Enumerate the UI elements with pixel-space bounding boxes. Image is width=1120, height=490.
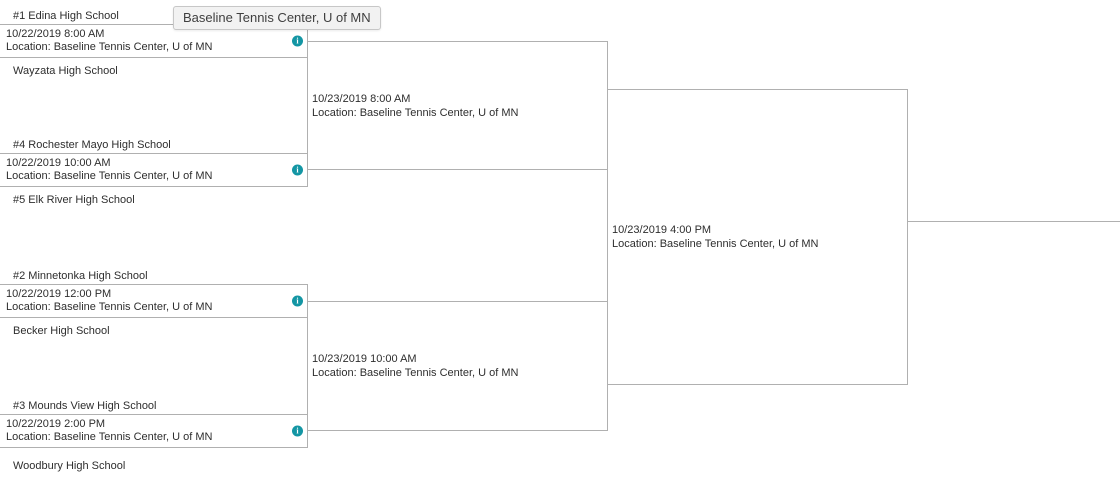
- match-location: Location: Baseline Tennis Center, U of M…: [6, 170, 213, 182]
- info-icon[interactable]: i: [292, 295, 303, 307]
- match-location: Location: Baseline Tennis Center, U of M…: [6, 41, 213, 53]
- final-match-box[interactable]: 10/23/2019 4:00 PM Location: Baseline Te…: [607, 89, 908, 385]
- team-name-becker: Becker High School: [13, 325, 110, 337]
- team-name-mounds-view: #3 Mounds View High School: [13, 400, 157, 412]
- info-icon[interactable]: i: [292, 425, 303, 437]
- round1-match-4-details-box[interactable]: 10/22/2019 2:00 PM Location: Baseline Te…: [0, 414, 308, 448]
- match-datetime: 10/22/2019 8:00 AM: [6, 27, 105, 40]
- round2-match-2-box[interactable]: 10/23/2019 10:00 AM Location: Baseline T…: [307, 301, 608, 431]
- team-name-minnetonka: #2 Minnetonka High School: [13, 270, 148, 282]
- team-name-woodbury: Woodbury High School: [13, 460, 126, 472]
- match-datetime: 10/23/2019 4:00 PM: [612, 224, 712, 236]
- team-name-rochester-mayo: #4 Rochester Mayo High School: [13, 139, 171, 151]
- match-location: Location: Baseline Tennis Center, U of M…: [612, 238, 819, 250]
- round1-match-3-details-box[interactable]: 10/22/2019 12:00 PM Location: Baseline T…: [0, 284, 308, 318]
- match-datetime: 10/23/2019 10:00 AM: [312, 353, 417, 365]
- team-name-elk-river: #5 Elk River High School: [13, 194, 135, 206]
- round2-match-1-box[interactable]: 10/23/2019 8:00 AM Location: Baseline Te…: [307, 41, 608, 170]
- match-location: Location: Baseline Tennis Center, U of M…: [6, 301, 213, 313]
- match-datetime: 10/22/2019 10:00 AM: [6, 156, 111, 169]
- match-location: Location: Baseline Tennis Center, U of M…: [312, 367, 519, 379]
- team-name-edina: #1 Edina High School: [13, 10, 119, 22]
- match-datetime: 10/22/2019 12:00 PM: [6, 287, 112, 300]
- match-location: Location: Baseline Tennis Center, U of M…: [6, 431, 213, 443]
- info-icon[interactable]: i: [292, 35, 303, 47]
- info-icon[interactable]: i: [292, 164, 303, 176]
- winner-connector-line: [907, 221, 1120, 222]
- match-location: Location: Baseline Tennis Center, U of M…: [312, 106, 519, 119]
- team-name-wayzata: Wayzata High School: [13, 65, 118, 77]
- round1-match-2-details-box[interactable]: 10/22/2019 10:00 AM Location: Baseline T…: [0, 153, 308, 187]
- tooltip: Baseline Tennis Center, U of MN: [173, 6, 381, 30]
- match-datetime: 10/23/2019 8:00 AM: [312, 92, 411, 105]
- match-datetime: 10/22/2019 2:00 PM: [6, 417, 106, 430]
